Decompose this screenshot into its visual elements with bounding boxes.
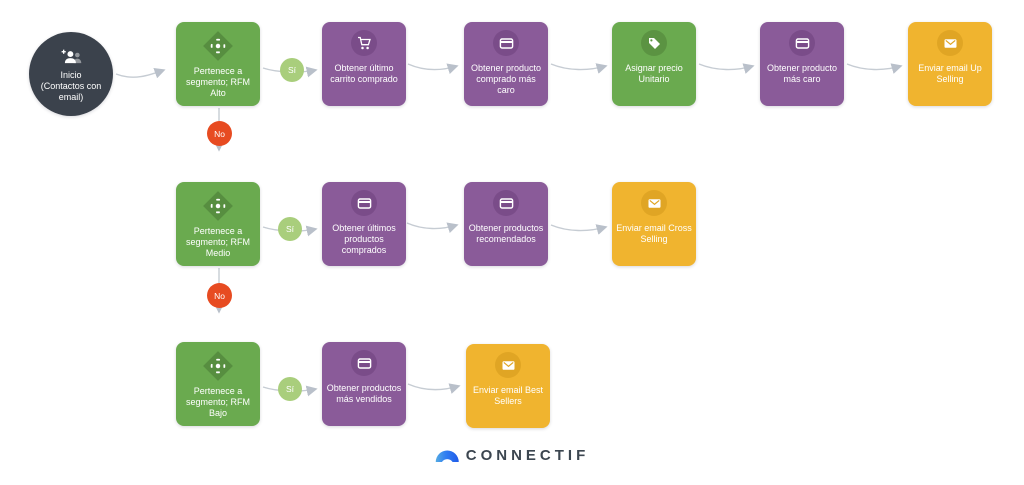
- node-obtener-ultimo-carrito[interactable]: Obtener último carrito comprado: [322, 22, 406, 106]
- node-label: Obtener productos recomendados: [468, 223, 544, 244]
- card-icon: [789, 30, 815, 56]
- node-label: Obtener último carrito comprado: [330, 63, 398, 84]
- card-icon: [493, 30, 519, 56]
- node-label: Obtener últimos productos comprados: [332, 223, 396, 255]
- card-icon: [351, 190, 377, 216]
- mail-icon: [937, 30, 963, 56]
- mail-icon: [641, 190, 667, 216]
- node-obtener-producto-mas-caro[interactable]: Obtener producto más caro: [760, 22, 844, 106]
- node-label: Pertenece a segmento; RFM Medio: [185, 226, 251, 258]
- connector-asignar-to-mascaro: [698, 63, 755, 74]
- connector-mascaro-to-emailup: [846, 63, 903, 74]
- node-enviar-email-best-sellers[interactable]: Enviar email Best Sellers: [466, 344, 550, 428]
- segment-icon: [203, 31, 233, 61]
- connectif-logo: CONNECTIF: [435, 447, 590, 464]
- start-node[interactable]: Inicio (Contactos con email): [29, 32, 113, 116]
- mail-icon: [495, 352, 521, 378]
- node-label: Enviar email Cross Selling: [616, 223, 692, 244]
- connector-comprado-to-asignar: [550, 63, 608, 74]
- node-asignar-precio-unitario[interactable]: Asignar precio Unitario: [612, 22, 696, 106]
- cart-icon: [351, 30, 377, 56]
- node-label: Obtener producto comprado más caro: [470, 63, 542, 95]
- connector-vendidos-to-emailbest: [407, 383, 461, 394]
- node-label: Obtener producto más caro: [766, 63, 838, 84]
- start-node-label: Inicio (Contactos con email): [40, 70, 102, 102]
- node-label: Enviar email Up Selling: [918, 63, 982, 84]
- node-label: Obtener productos más vendidos: [326, 383, 402, 404]
- node-obtener-producto-comprado-mas-caro[interactable]: Obtener producto comprado más caro: [464, 22, 548, 106]
- brand-name: CONNECTIF: [465, 447, 590, 464]
- connector-start-to-seg-alto: [115, 67, 166, 79]
- connector-recomendados-to-emailcross: [550, 224, 608, 235]
- node-label: Pertenece a segmento; RFM Alto: [185, 66, 251, 98]
- node-label: Asignar precio Unitario: [625, 63, 683, 84]
- yes-branch-badge: Sí: [280, 58, 304, 82]
- node-enviar-email-up-selling[interactable]: Enviar email Up Selling: [908, 22, 992, 106]
- node-obtener-ultimos-productos-comprados[interactable]: Obtener últimos productos comprados: [322, 182, 406, 266]
- add-contact-icon: [61, 49, 82, 64]
- node-pertenece-segmento-rfm-bajo[interactable]: Pertenece a segmento; RFM Bajo: [176, 342, 260, 426]
- no-branch-badge: No: [207, 121, 232, 146]
- card-icon: [351, 350, 377, 376]
- card-icon: [493, 190, 519, 216]
- node-pertenece-segmento-rfm-medio[interactable]: Pertenece a segmento; RFM Medio: [176, 182, 260, 266]
- node-obtener-productos-mas-vendidos[interactable]: Obtener productos más vendidos: [322, 342, 406, 426]
- tag-icon: [641, 30, 667, 56]
- connectif-arch-icon: [435, 450, 459, 462]
- node-obtener-productos-recomendados[interactable]: Obtener productos recomendados: [464, 182, 548, 266]
- yes-branch-badge: Sí: [278, 217, 302, 241]
- segment-icon: [203, 351, 233, 381]
- connector-carrito-to-comprado: [407, 63, 459, 75]
- segment-icon: [203, 191, 233, 221]
- no-branch-badge: No: [207, 283, 232, 308]
- connector-ultimos-to-recomendados: [406, 222, 459, 234]
- node-enviar-email-cross-selling[interactable]: Enviar email Cross Selling: [612, 182, 696, 266]
- node-label: Pertenece a segmento; RFM Bajo: [185, 386, 251, 418]
- node-label: Enviar email Best Sellers: [472, 385, 544, 406]
- node-pertenece-segmento-rfm-alto[interactable]: Pertenece a segmento; RFM Alto: [176, 22, 260, 106]
- yes-branch-badge: Sí: [278, 377, 302, 401]
